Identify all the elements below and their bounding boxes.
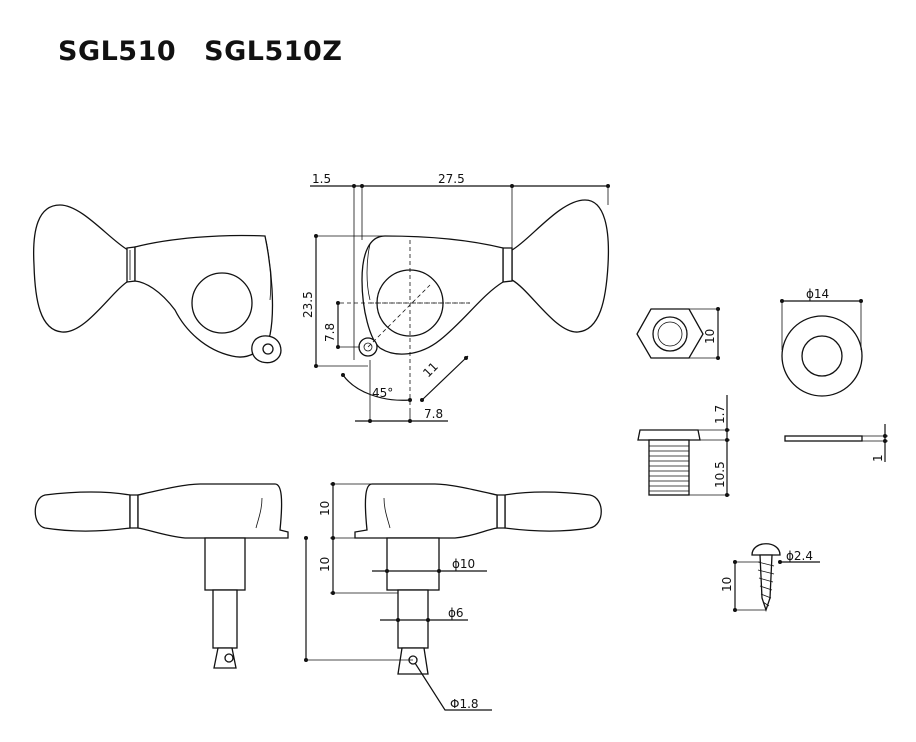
dim-bushing-head: 1.7 [713,405,727,424]
button-collar-main [502,247,513,283]
dim-post-diameter: ϕ6 [448,606,464,620]
tuner-side-view-left [32,204,282,364]
dim-horizontal-offset: 7.8 [424,407,443,421]
dim-bushing-length: 10.5 [713,461,727,488]
tuner-front-view-left [34,483,289,669]
dim-screw-head: ϕ2.4 [786,549,813,563]
dim-screw-length: 10 [720,577,734,592]
button-main [511,199,610,333]
washer-top-view: ϕ14 [780,287,863,397]
dim-height: 23.5 [301,291,315,318]
tuner-front-view-main: 10 10 ϕ10 ϕ6 Φ1.8 [304,482,602,711]
model-b: SGL510Z [204,36,343,67]
dim-washer-thickness: 1 [871,454,885,462]
model-a: SGL510 [58,36,177,67]
bushing-side-view: 1.7 10.5 [637,395,730,497]
dim-gap: 1.5 [312,172,331,186]
dim-overall-width: 27.5 [438,172,465,186]
dim-angle: 45° [372,386,393,400]
button-left [32,204,131,333]
dim-post-offset: 7.8 [323,323,337,342]
dim-washer-diameter: ϕ14 [806,287,829,301]
dim-string-hole: Φ1.8 [450,697,479,711]
mounting-screw: ϕ2.4 10 [720,543,820,613]
washer-side-view: 1 [784,424,888,462]
button-collar-left [126,246,136,283]
tuner-side-view-main: 1.5 27.5 23.5 7.8 7.8 [301,172,610,423]
lug-hole-left [262,343,274,355]
dim-post-base-diameter: ϕ10 [452,557,475,571]
hex-nut: 10 [636,307,720,360]
page-title: SGL510 SGL510Z [58,36,370,67]
dim-diagonal: 11 [420,359,441,380]
gear-hole-left [191,272,253,334]
dim-nut-width: 10 [703,329,717,344]
dim-post-length: 10 [318,557,332,572]
slot-left [265,239,272,301]
dim-housing-height: 10 [318,501,332,516]
